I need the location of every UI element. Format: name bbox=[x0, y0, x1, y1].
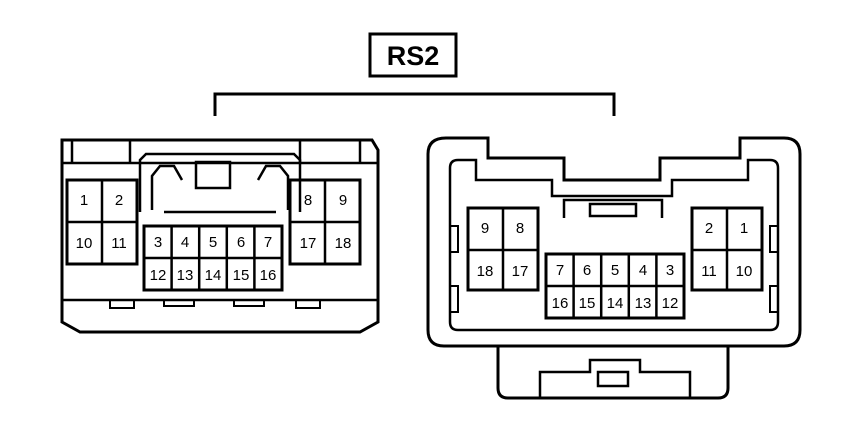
left-pin-15: 15 bbox=[233, 267, 250, 284]
right-pin-17: 17 bbox=[512, 263, 529, 280]
right-pin-15: 15 bbox=[579, 295, 596, 312]
right-pin-8: 8 bbox=[516, 220, 524, 237]
left-pin-7: 7 bbox=[264, 234, 272, 251]
right-pin-14: 14 bbox=[607, 295, 624, 312]
right-pin-3: 3 bbox=[666, 262, 674, 279]
left-pin-5: 5 bbox=[209, 234, 217, 251]
right-pin-16: 16 bbox=[552, 295, 569, 312]
left-pin-17: 17 bbox=[300, 235, 317, 252]
left-pin-14: 14 bbox=[205, 267, 222, 284]
left-pin-3: 3 bbox=[154, 234, 162, 251]
connector-bracket bbox=[213, 92, 616, 116]
left-pin-13: 13 bbox=[177, 267, 194, 284]
left-pin-11: 11 bbox=[111, 235, 127, 252]
right-pin-11: 11 bbox=[701, 263, 717, 280]
right-pin-13: 13 bbox=[635, 295, 652, 312]
left-pin-12: 12 bbox=[150, 267, 167, 284]
right-pin-7: 7 bbox=[556, 262, 564, 279]
left-pin-10: 10 bbox=[76, 235, 93, 252]
left-pin-9: 9 bbox=[339, 192, 347, 209]
right-pin-4: 4 bbox=[639, 262, 647, 279]
connector-label: RS2 bbox=[387, 41, 440, 71]
right-pin-9: 9 bbox=[481, 220, 489, 237]
right-pin-10: 10 bbox=[736, 263, 753, 280]
connector-label-box: RS2 bbox=[368, 32, 458, 78]
left-pin-8: 8 bbox=[304, 192, 312, 209]
right-pin-5: 5 bbox=[611, 262, 619, 279]
left-pin-1: 1 bbox=[80, 192, 88, 209]
left-connector: 1 2 10 11 3 4 5 6 7 12 13 14 15 16 8 9 1… bbox=[60, 138, 380, 334]
right-pin-6: 6 bbox=[583, 262, 591, 279]
left-pin-2: 2 bbox=[115, 192, 123, 209]
right-pin-18: 18 bbox=[477, 263, 494, 280]
left-pin-16: 16 bbox=[260, 267, 277, 284]
left-pin-18: 18 bbox=[335, 235, 352, 252]
left-pin-6: 6 bbox=[237, 234, 245, 251]
right-pin-2: 2 bbox=[705, 220, 713, 237]
right-pin-12: 12 bbox=[662, 295, 679, 312]
right-connector: 9 8 18 17 7 6 5 4 3 16 15 14 13 12 2 1 1… bbox=[426, 136, 802, 400]
right-pin-1: 1 bbox=[740, 220, 748, 237]
left-pin-4: 4 bbox=[181, 234, 189, 251]
